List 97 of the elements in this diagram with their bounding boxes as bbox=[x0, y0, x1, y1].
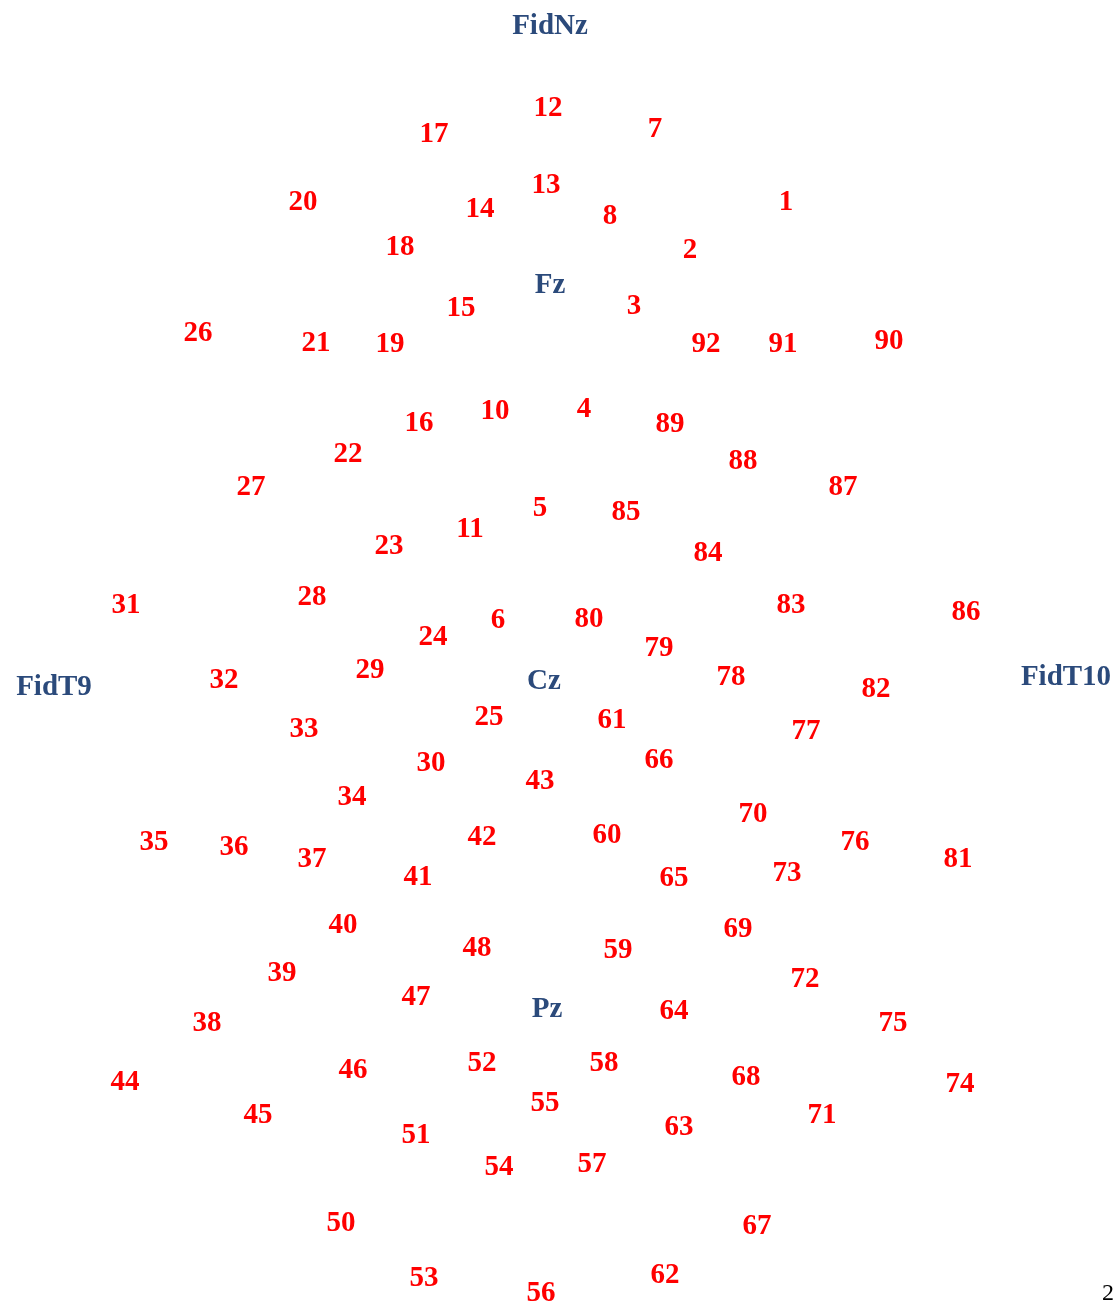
electrode-number: 84 bbox=[693, 536, 723, 566]
electrode-number: 56 bbox=[526, 1276, 556, 1303]
electrode-number: 92 bbox=[691, 327, 721, 357]
electrode-number: 30 bbox=[416, 746, 446, 776]
electrode-number: 88 bbox=[728, 444, 758, 474]
electrode-number: 58 bbox=[589, 1046, 619, 1076]
electrode-number: 60 bbox=[592, 818, 622, 848]
electrode-number: 42 bbox=[467, 820, 497, 850]
electrode-number: 45 bbox=[243, 1098, 273, 1128]
electrode-number: 35 bbox=[139, 825, 169, 855]
landmark-label: Pz bbox=[531, 992, 563, 1022]
electrode-number: 53 bbox=[409, 1261, 439, 1291]
electrode-number: 52 bbox=[467, 1046, 497, 1076]
electrode-number: 61 bbox=[597, 703, 627, 733]
electrode-number: 23 bbox=[374, 529, 404, 559]
electrode-number: 5 bbox=[532, 491, 548, 521]
landmark-label: FidT9 bbox=[16, 670, 92, 700]
electrode-number: 33 bbox=[289, 712, 319, 742]
electrode-number: 43 bbox=[525, 764, 555, 794]
electrode-number: 15 bbox=[446, 291, 476, 321]
electrode-number: 83 bbox=[776, 588, 806, 618]
electrode-number: 63 bbox=[664, 1110, 694, 1140]
electrode-number: 41 bbox=[403, 860, 433, 890]
electrode-number: 28 bbox=[297, 580, 327, 610]
landmark-label: FidNz bbox=[512, 9, 588, 39]
electrode-number: 69 bbox=[723, 912, 753, 942]
electrode-number: 64 bbox=[659, 994, 689, 1024]
electrode-number: 82 bbox=[861, 672, 891, 702]
electrode-number: 10 bbox=[480, 394, 510, 424]
electrode-number: 89 bbox=[655, 407, 685, 437]
electrode-number: 31 bbox=[111, 588, 141, 618]
electrode-number: 77 bbox=[791, 714, 821, 744]
electrode-number: 81 bbox=[943, 842, 973, 872]
electrode-number: 16 bbox=[404, 406, 434, 436]
electrode-number: 78 bbox=[716, 660, 746, 690]
electrode-number: 22 bbox=[333, 437, 363, 467]
electrode-number: 86 bbox=[951, 595, 981, 625]
electrode-number: 7 bbox=[647, 112, 663, 142]
landmark-label: Fz bbox=[534, 268, 566, 298]
electrode-number: 55 bbox=[530, 1086, 560, 1116]
electrode-number: 32 bbox=[209, 663, 239, 693]
electrode-number: 17 bbox=[419, 117, 449, 147]
electrode-number: 91 bbox=[768, 327, 798, 357]
electrode-number: 54 bbox=[484, 1150, 514, 1180]
electrode-number: 46 bbox=[338, 1053, 368, 1083]
electrode-number: 27 bbox=[236, 470, 266, 500]
electrode-number: 62 bbox=[650, 1258, 680, 1288]
electrode-number: 25 bbox=[474, 700, 504, 730]
electrode-number: 50 bbox=[326, 1206, 356, 1236]
electrode-number: 75 bbox=[878, 1006, 908, 1036]
electrode-number: 80 bbox=[574, 602, 604, 632]
electrode-number: 68 bbox=[731, 1060, 761, 1090]
electrode-number: 11 bbox=[456, 512, 484, 542]
electrode-number: 20 bbox=[288, 185, 318, 215]
electrode-number: 71 bbox=[807, 1098, 837, 1128]
electrode-number: 37 bbox=[297, 842, 327, 872]
electrode-number: 67 bbox=[742, 1209, 772, 1239]
electrode-number: 57 bbox=[577, 1147, 607, 1177]
electrode-number: 59 bbox=[603, 933, 633, 963]
electrode-number: 19 bbox=[375, 327, 405, 357]
electrode-number: 40 bbox=[328, 908, 358, 938]
electrode-number: 73 bbox=[772, 856, 802, 886]
electrode-number: 48 bbox=[462, 931, 492, 961]
electrode-number: 26 bbox=[183, 316, 213, 346]
landmark-label: FidT10 bbox=[1020, 660, 1112, 690]
electrode-number: 24 bbox=[418, 620, 448, 650]
electrode-number: 3 bbox=[626, 289, 642, 319]
electrode-number: 6 bbox=[490, 603, 506, 633]
landmark-label: Cz bbox=[527, 664, 561, 694]
electrode-number: 51 bbox=[401, 1118, 431, 1148]
electrode-number: 18 bbox=[385, 230, 415, 260]
electrode-number: 39 bbox=[267, 956, 297, 986]
electrode-number: 47 bbox=[401, 980, 431, 1010]
electrode-number: 85 bbox=[611, 495, 641, 525]
electrode-number: 36 bbox=[219, 830, 249, 860]
electrode-number: 21 bbox=[301, 326, 331, 356]
electrode-number: 13 bbox=[531, 168, 561, 198]
electrode-number: 72 bbox=[790, 962, 820, 992]
electrode-number: 44 bbox=[110, 1065, 140, 1095]
electrode-number: 90 bbox=[874, 324, 904, 354]
page-number: 2 bbox=[1102, 1280, 1114, 1303]
electrode-number: 79 bbox=[644, 631, 674, 661]
electrode-number: 4 bbox=[576, 392, 592, 422]
electrode-number: 87 bbox=[828, 470, 858, 500]
electrode-number: 8 bbox=[602, 199, 618, 229]
electrode-number: 65 bbox=[659, 861, 689, 891]
electrode-number: 70 bbox=[738, 797, 768, 827]
electrode-number: 14 bbox=[465, 192, 495, 222]
electrode-number: 29 bbox=[355, 653, 385, 683]
electrode-number: 74 bbox=[945, 1067, 975, 1097]
electrode-number: 38 bbox=[192, 1006, 222, 1036]
electrode-number: 1 bbox=[778, 185, 794, 215]
electrode-number: 2 bbox=[682, 233, 698, 263]
electrode-number: 76 bbox=[840, 825, 870, 855]
electrode-number: 34 bbox=[337, 780, 367, 810]
electrode-number: 66 bbox=[644, 743, 674, 773]
electrode-number: 12 bbox=[533, 91, 563, 121]
